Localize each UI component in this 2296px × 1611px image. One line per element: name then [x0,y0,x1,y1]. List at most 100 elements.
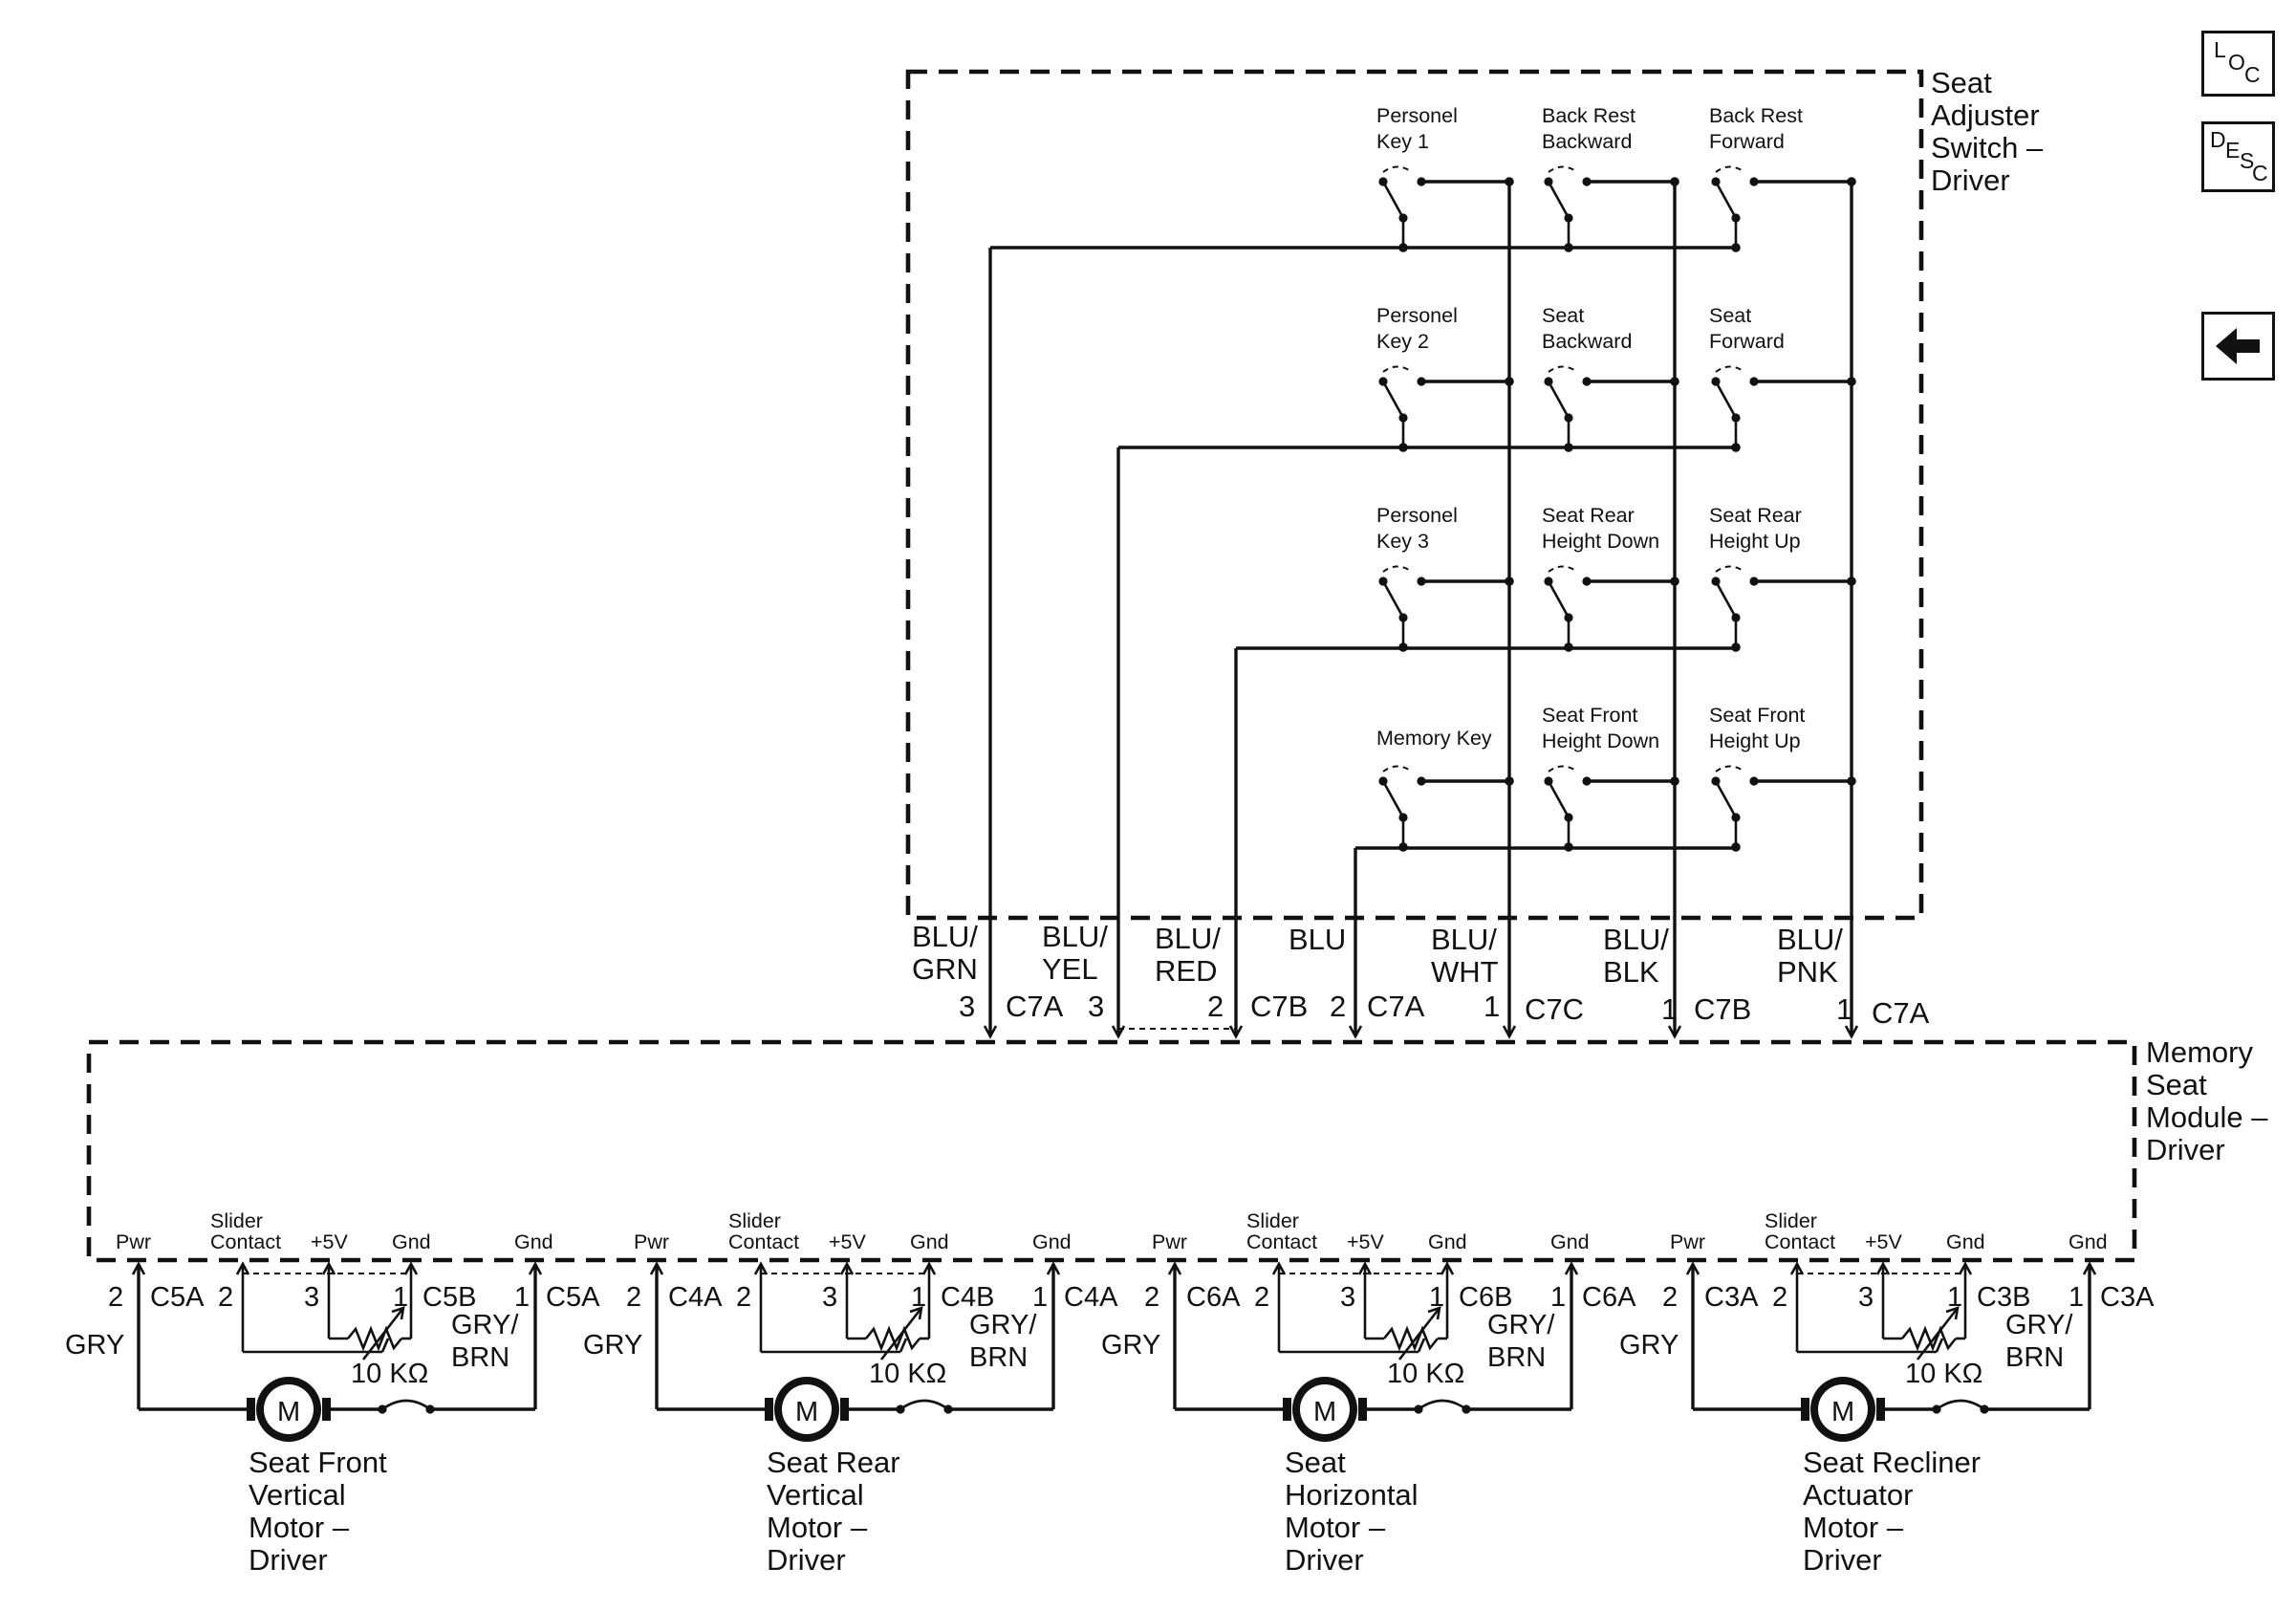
wire-color-label: BLK [1603,955,1659,989]
pin-number: 2 [1144,1282,1159,1313]
wire-color-label: BLU/ [1155,922,1221,955]
motor-name: Motor – [1803,1511,1904,1544]
loc-icon: L O C [2214,37,2261,87]
desc-button[interactable]: D E S C [2201,121,2275,192]
pin-label: Slider [210,1209,263,1232]
motor-name: Motor – [249,1511,350,1544]
wire-color-label: BRN [1487,1342,1546,1373]
pin-number: 2 [1330,990,1346,1023]
resistor-label: 10 KΩ [1387,1359,1464,1389]
breaker-terminal [896,1404,905,1414]
switch-actuator [1715,765,1745,773]
switch-actuator [1715,365,1745,373]
svg-text:O: O [2228,50,2245,75]
wire-color-label: BLU/ [912,920,978,953]
wiper [1935,1338,1944,1353]
motor-name: Horizontal [1285,1478,1419,1512]
pin-label: Gnd [910,1230,949,1253]
variable-arrow-head [1427,1306,1441,1320]
pin-number: 2 [108,1282,123,1313]
wire-color-label: GRY/ [451,1310,519,1340]
resistor-zigzag [1900,1325,1958,1352]
pin-label: Pwr [1152,1230,1187,1253]
switch-actuator [1382,765,1413,773]
pin-number: 3 [1088,990,1104,1023]
switch-blade [1714,181,1738,219]
connector-label: C4B [941,1282,994,1313]
switch-box-title: Seat [1931,66,1992,99]
svg-text:L: L [2214,37,2226,62]
back-button[interactable] [2201,312,2275,381]
connector-label: C7B [1250,990,1308,1023]
wire-color-label: BRN [2005,1342,2064,1373]
pin-number: 3 [1858,1282,1874,1313]
connector-label: C4A [1064,1282,1118,1313]
switch-box-outline [905,69,1924,921]
pin-label: Contact [1765,1230,1835,1253]
switch-label: Memory Key [1376,727,1492,750]
pin-number: 2 [1662,1282,1678,1313]
switch-label: Backward [1542,130,1632,153]
switch-blade [1714,780,1738,818]
pin-label: Gnd [1550,1230,1590,1253]
circuit-breaker [381,1399,431,1411]
circuit-breaker [1418,1399,1467,1411]
switch-blade [1547,181,1570,219]
switch-label: Seat [1709,304,1751,327]
motor-face [1300,1384,1350,1434]
switch-label: Key 2 [1376,330,1429,353]
breaker-terminal [1462,1404,1471,1414]
wire-color-label: PNK [1777,955,1838,989]
switch-actuator [1548,565,1578,573]
pin-number: 1 [1836,992,1852,1026]
motor-name: Driver [767,1543,846,1577]
motor-name: Vertical [767,1478,864,1512]
switch-actuator [1382,365,1413,373]
pin-label: +5V [311,1230,349,1253]
loc-button[interactable]: L O C [2201,31,2275,97]
motor-name: Motor – [767,1511,868,1544]
resistor-zigzag [346,1325,403,1352]
wire-color-label: GRY [583,1330,642,1361]
breaker-terminal [943,1404,953,1414]
svg-text:C: C [2244,62,2261,87]
motor-brush [1283,1398,1291,1421]
variable-arrow-head [1945,1306,1960,1320]
circuit-breaker [899,1399,949,1411]
switch-label: Personel [1376,304,1458,327]
pin-label: Slider [1765,1209,1817,1232]
resistor-label: 10 KΩ [1905,1359,1982,1389]
motor-name: Driver [1803,1543,1882,1577]
module-input-arrow [1348,1025,1363,1039]
switch-label: Personel [1376,104,1458,127]
module-box-title: Driver [2146,1133,2225,1166]
motor-name: Seat Rear [767,1446,900,1479]
switch-actuator [1548,365,1578,373]
motor-name: Vertical [249,1478,346,1512]
pin-label: Slider [1246,1209,1299,1232]
switch-label: Seat Rear [1542,504,1635,527]
switch-box-title: Adjuster [1931,98,2040,132]
switch-label: Height Up [1709,530,1801,553]
back-arrow-icon [2216,328,2260,364]
pin-number: 1 [1550,1282,1566,1313]
switch-actuator [1548,765,1578,773]
connector-label: C3A [2100,1282,2155,1313]
switch-box-title: Driver [1931,163,2010,197]
breaker-terminal [1932,1404,1941,1414]
pin-label: Gnd [1428,1230,1467,1253]
connector-label: C7B [1694,992,1751,1026]
wire-color-label: GRY [65,1330,124,1361]
switch-actuator [1382,565,1413,573]
module-input-arrow [1667,1025,1682,1039]
module-input-arrow [1844,1025,1859,1039]
wire-color-label: GRN [912,952,978,986]
motor-brush [1801,1398,1809,1421]
module-input-arrow [983,1025,998,1039]
pin-label: Pwr [634,1230,669,1253]
motor-brush [765,1398,773,1421]
